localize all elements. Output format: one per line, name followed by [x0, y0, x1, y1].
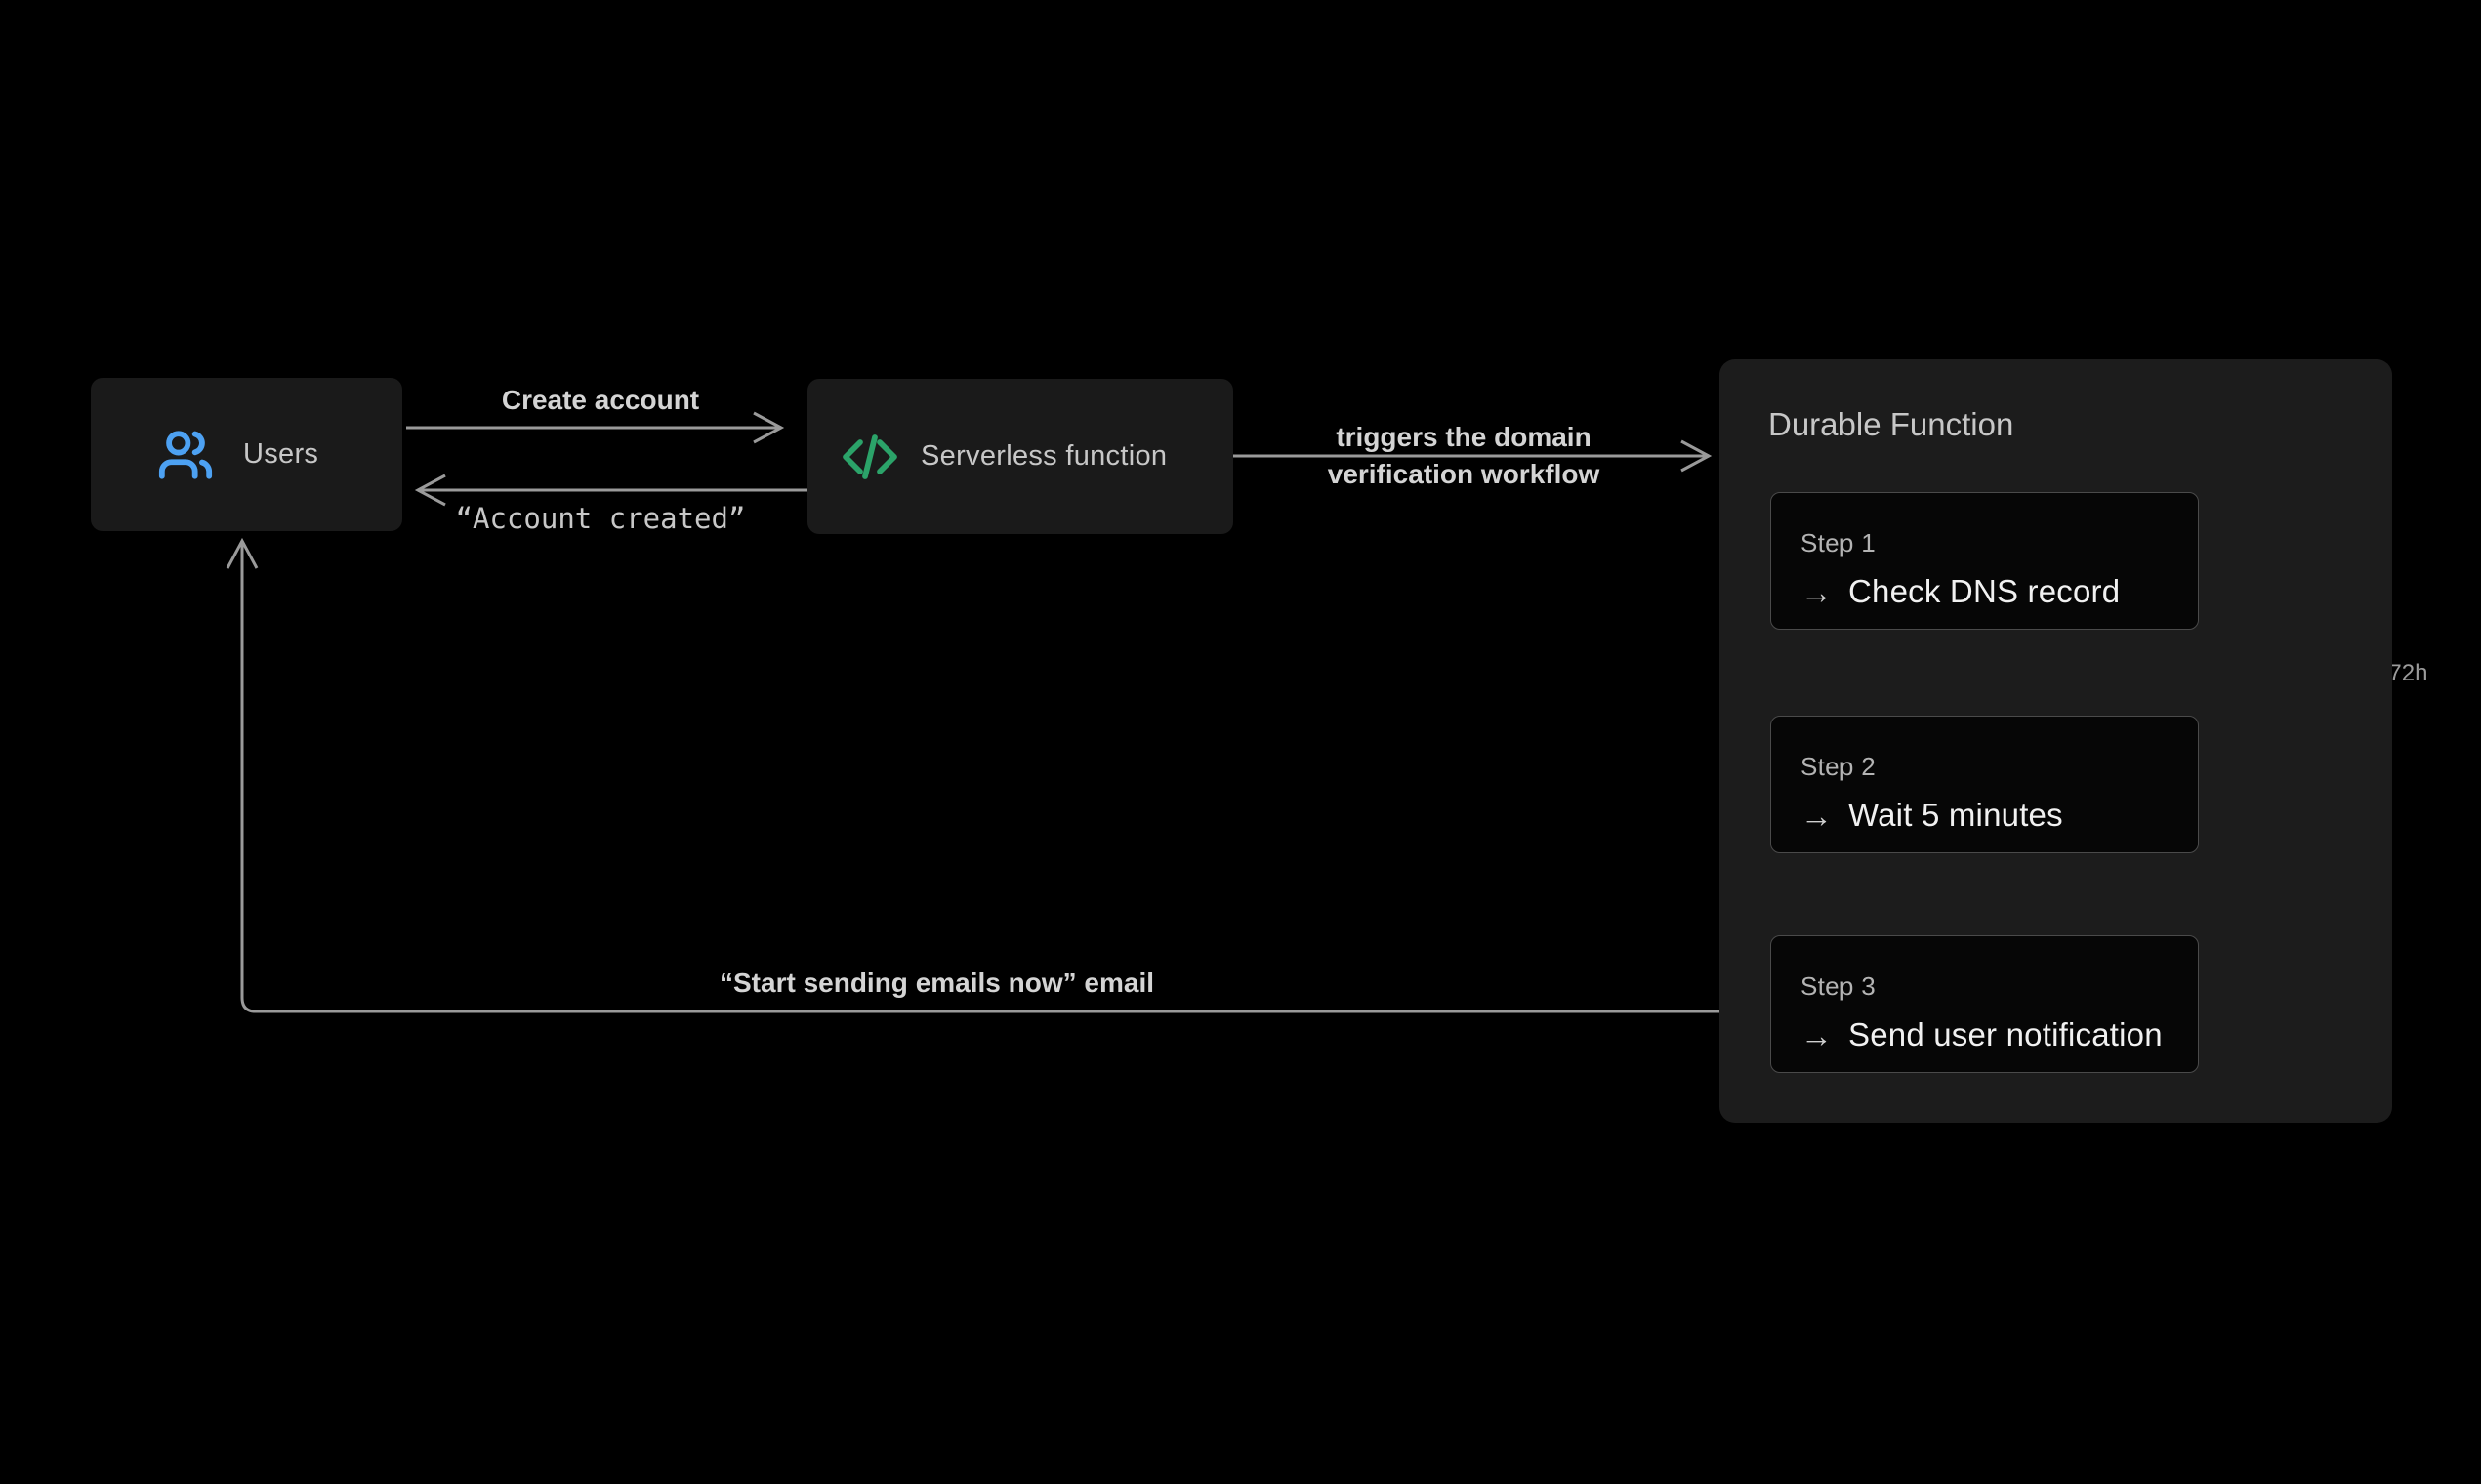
step-1-name: Step 1: [1800, 528, 1876, 557]
edge-send-email-return: [226, 537, 1770, 1013]
step-2-box: Step 2 → Wait 5 minutes: [1770, 716, 2199, 853]
create-account-label: Create account: [501, 385, 700, 415]
durable-function-title: Durable Function: [1768, 406, 2014, 442]
triggers-workflow-label: triggers the domain verification workflo…: [1327, 422, 1600, 489]
serverless-function-label: Serverless function: [921, 440, 1168, 472]
arrow-right-icon: →: [1800, 1016, 1833, 1053]
account-created-label: “Account created”: [455, 502, 746, 535]
step-1-action: Check DNS record: [1848, 573, 2121, 609]
users-label: Users: [243, 438, 319, 470]
serverless-function-node: Serverless function: [807, 379, 1233, 534]
step-2-action: Wait 5 minutes: [1848, 797, 2063, 833]
start-sending-emails-label: “Start sending emails now” email: [720, 968, 1155, 998]
step-1-box: Step 1 → Check DNS record: [1770, 492, 2199, 630]
arrow-right-icon: →: [1800, 573, 1833, 610]
arrow-right-icon: →: [1800, 797, 1833, 834]
step-3-name: Step 3: [1800, 971, 1876, 1001]
users-icon: [157, 427, 214, 483]
users-node: Users: [91, 378, 402, 531]
step-2-name: Step 2: [1800, 752, 1876, 781]
code-icon: [841, 428, 899, 486]
step-3-box: Step 3 → Send user notification: [1770, 935, 2199, 1073]
step-3-action: Send user notification: [1848, 1016, 2163, 1052]
